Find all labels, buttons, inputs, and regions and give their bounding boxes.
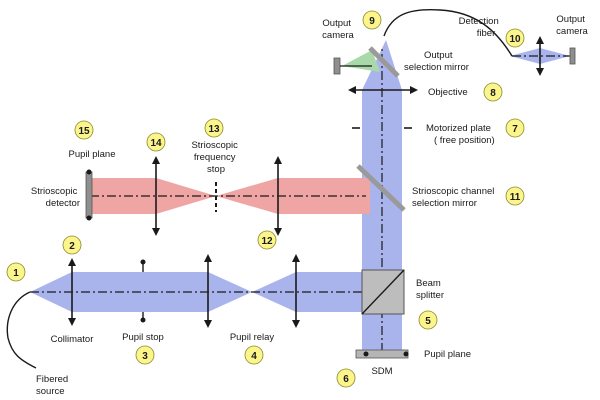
label-objective: Objective [428,87,468,98]
badge-14: 14 [146,132,166,152]
badge-4: 4 [244,345,264,365]
label-output-camera-left: Output camera [322,18,354,41]
label-sdm: SDM [371,366,392,377]
strioscopic-detector-icon [85,169,93,221]
svg-text:12: 12 [261,236,273,247]
badge-6: 6 [336,368,356,388]
svg-text:6: 6 [343,374,349,385]
badge-9: 9 [362,10,382,30]
svg-text:5: 5 [425,316,431,327]
badge-13: 13 [204,118,224,138]
svg-text:1: 1 [13,268,19,279]
svg-text:3: 3 [142,351,148,362]
badge-7: 7 [505,118,525,138]
svg-text:2: 2 [69,241,75,252]
label-output-selection-mirror: Output selection mirror [404,50,469,73]
label-fibered-source: Fibered source [36,374,71,397]
badge-5: 5 [418,310,438,330]
output-selection-mirror-icon [368,46,400,78]
badge-12: 12 [257,230,277,250]
badge-11: 11 [505,186,525,206]
svg-text:15: 15 [78,126,90,137]
svg-text:10: 10 [509,34,521,45]
svg-text:4: 4 [251,351,257,362]
badge-3: 3 [135,345,155,365]
badge-10: 10 [505,28,525,48]
label-pupil-plane-bottom: Pupil plane [424,349,471,360]
label-strioscopic-frequency-stop: Strioscopic frequency stop [191,140,240,175]
output-camera-right-icon [569,47,576,65]
strioscopic-channel-mirror-icon [356,164,406,212]
svg-text:8: 8 [490,88,496,99]
fiber-cable-icon [6,291,37,369]
svg-text:14: 14 [150,138,162,149]
output-camera-left-icon [333,57,372,75]
svg-text:13: 13 [208,124,220,135]
sdm-icon [355,349,409,359]
label-pupil-stop: Pupil stop [122,332,164,343]
badge-8: 8 [483,82,503,102]
svg-text:9: 9 [369,16,375,27]
label-pupil-plane-top: Pupil plane [68,149,115,160]
beam-splitter-icon [361,269,405,315]
pupil-stop-icon [140,259,146,323]
badge-15: 15 [74,120,94,140]
label-beam-splitter: Beam splitter [416,278,444,301]
label-pupil-relay: Pupil relay [230,332,275,343]
badge-1: 1 [6,262,26,282]
red-beam [90,178,370,214]
svg-text:7: 7 [512,124,518,135]
detection-fiber-cable-icon [383,8,513,57]
badge-2: 2 [62,235,82,255]
label-output-camera-right: Output camera [556,14,588,37]
label-motorized-plate: Motorized plate ( free position) [426,123,495,146]
svg-text:11: 11 [510,192,521,203]
label-strioscopic-detector: Strioscopic detector [31,186,80,209]
label-strioscopic-channel-selection-mirror: Strioscopic channel selection mirror [412,186,497,209]
label-collimator: Collimator [51,334,94,345]
label-detection-fiber: Detection fiber [459,16,502,39]
